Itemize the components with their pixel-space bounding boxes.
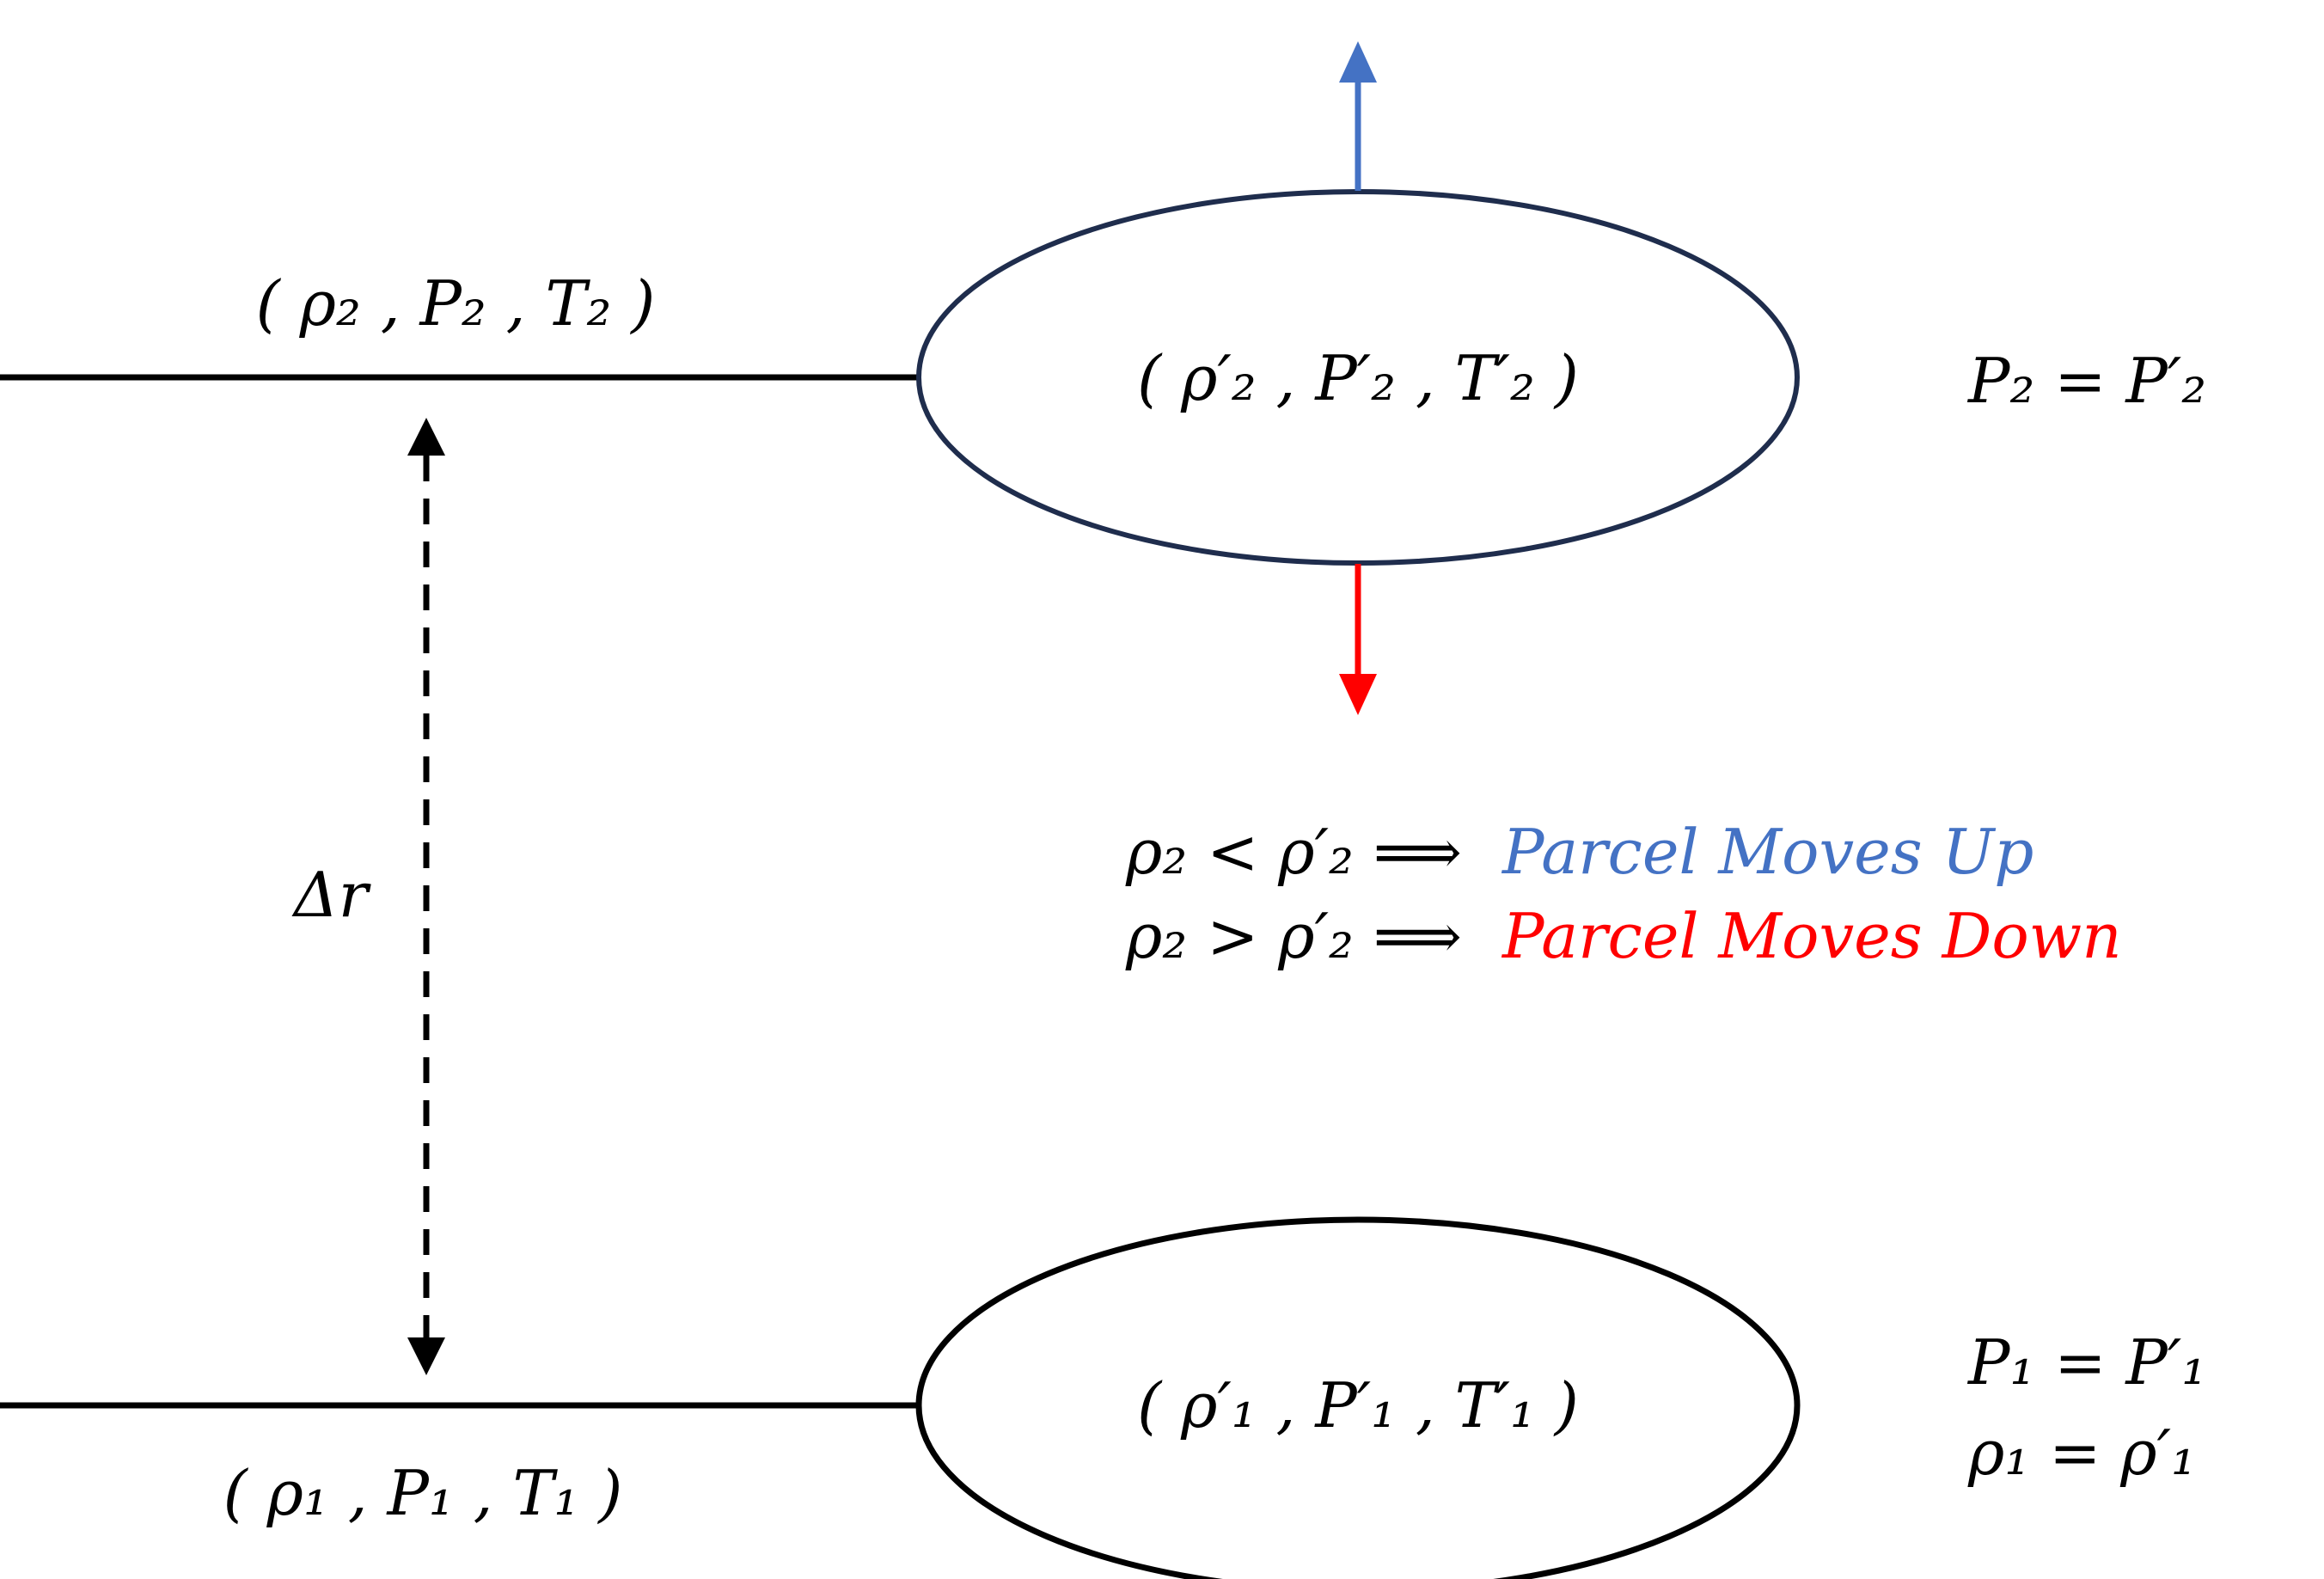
arrow-up-icon [1339, 41, 1377, 191]
rule-down-condition: ρ₂ > ρ′₂ ⟹ [1125, 900, 1462, 972]
lower-condition-pressure: P₁ = P′₁ [1966, 1326, 2206, 1398]
lower-parcel-state: ( ρ′₁ , P′₁ , T′₁ ) [1137, 1369, 1579, 1441]
upper-condition: P₂ = P′₂ [1966, 345, 2206, 417]
lower-env-state: ( ρ₁ , P₁ , T₁ ) [223, 1457, 623, 1529]
upper-env-state: ( ρ₂ , P₂ , T₂ ) [256, 267, 656, 340]
rule-up-result: Parcel Moves Up [1501, 816, 2034, 888]
upper-parcel-state: ( ρ′₂ , P′₂ , T′₂ ) [1137, 342, 1579, 414]
rule-up-condition: ρ₂ < ρ′₂ ⟹ [1125, 816, 1462, 888]
lower-condition-density: ρ₁ = ρ′₁ [1967, 1417, 2196, 1489]
rule-down-result: Parcel Moves Down [1501, 900, 2122, 972]
arrow-down-icon [1339, 564, 1377, 715]
lower-parcel [915, 1216, 1801, 1579]
upper-parcel [916, 189, 1800, 566]
separation-label: Δr [291, 859, 371, 931]
double-arrow-vertical-icon [407, 418, 445, 1375]
